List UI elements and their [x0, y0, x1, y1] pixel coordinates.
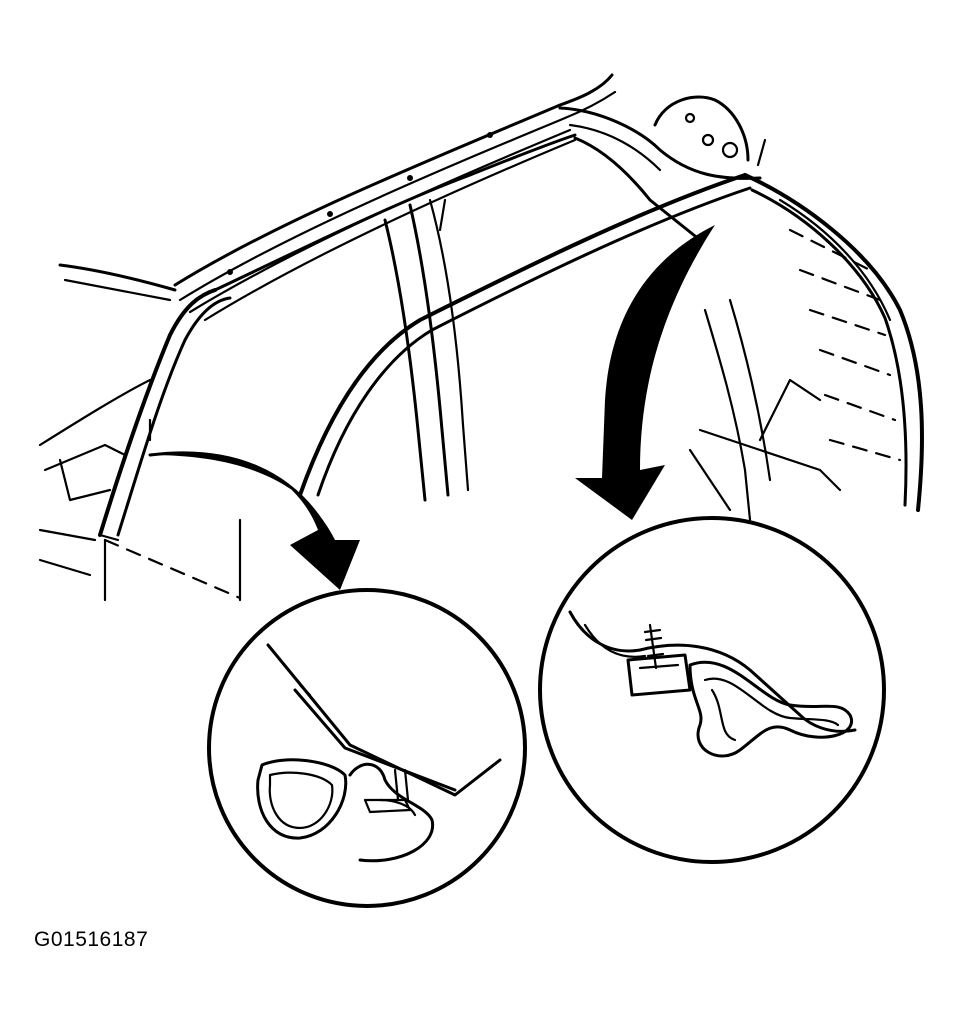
figure-code-label: G01516187	[34, 928, 149, 951]
callout-arrow-front	[148, 451, 360, 590]
callout-arrow-rear	[575, 225, 715, 520]
detail-circle-front-seal	[207, 588, 527, 908]
detail-circle-rear-seal	[538, 516, 886, 864]
vehicle-body-outline	[38, 73, 924, 602]
